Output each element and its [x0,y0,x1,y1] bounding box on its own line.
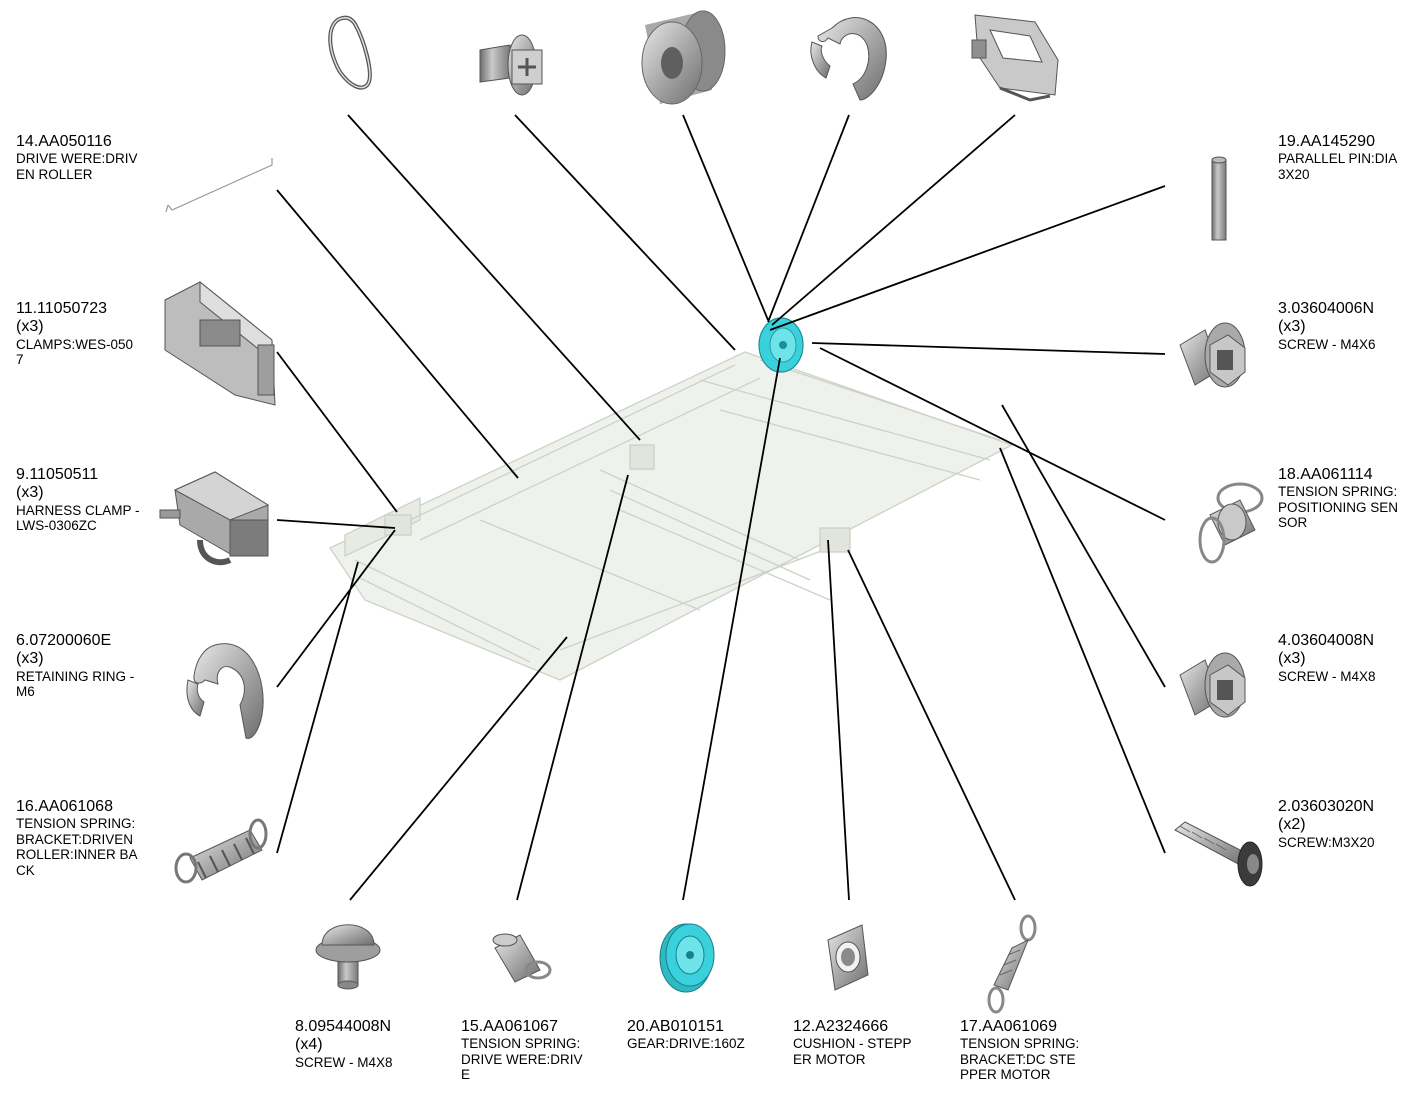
part-label-6: 6.07200060E (x3) RETAINING RING - M6 [16,632,134,700]
part-label-19: 19.AA145290 PARALLEL PIN:DIA 3X20 [1278,133,1397,182]
part-quantity: (x3) [16,484,44,502]
part-description: HARNESS CLAMP - LWS-0306ZC [16,502,140,534]
part-quantity: (x3) [1278,650,1306,668]
part-quantity: (x2) [1278,816,1306,834]
part-quantity: (x3) [16,318,44,336]
part-label-2: 2.03603020N (x2) SCREW:M3X20 [1278,798,1375,850]
part-description: SCREW - M4X8 [1278,668,1376,684]
long-screw-icon [1174,821,1263,887]
part-number: 4.03604008N [1278,632,1375,649]
part-label-20: 20.AB010151 GEAR:DRIVE:160Z [627,1018,745,1052]
part-number: 2.03603020N [1278,798,1375,815]
part-description: TENSION SPRING: POSITIONING SEN SOR [1278,484,1399,531]
harness-clamp-icon [159,471,270,566]
part-label-18: 18.AA061114 TENSION SPRING: POSITIONING … [1278,466,1398,531]
leader-lines [276,114,1166,901]
part-label-17: 17.AA061069 TENSION SPRING: BRACKET:DC S… [960,1018,1079,1083]
part-label-4: 4.03604008N (x3) SCREW - M4X8 [1278,632,1376,684]
e-ring-icon [810,17,887,101]
part-label-3: 3.03604006N (x3) SCREW - M4X6 [1278,300,1376,352]
part-number: 18.AA061114 [1278,466,1373,483]
part-description: RETAINING RING - M6 [16,668,135,700]
phillips-screw-icon [479,34,543,96]
part-number: 11.11050723 [16,300,108,317]
retaining-ring-icon [186,643,264,739]
part-description: DRIVE WERE:DRIV EN ROLLER [16,151,138,182]
part-quantity: (x4) [295,1036,323,1054]
part-label-14: 14.AA050116 DRIVE WERE:DRIV EN ROLLER [16,133,138,182]
compression-spring-icon [492,933,552,983]
part-number: 9.11050511 [16,466,99,483]
part-number: 12.A2324666 [793,1018,889,1035]
part-number: 3.03604006N [1278,300,1375,317]
part-label-16: 16.AA061068 TENSION SPRING: BRACKET:DRIV… [16,798,138,878]
part-description: TENSION SPRING: BRACKET:DC STE PPER MOTO… [960,1036,1080,1083]
bushing-icon [641,10,726,105]
part-quantity: (x3) [1278,318,1306,336]
part-label-12: 12.A2324666 CUSHION - STEPP ER MOTOR [793,1018,912,1067]
clamp-icon [164,280,276,406]
cushion-icon [827,924,869,991]
part-number: 15.AA061067 [461,1018,558,1035]
part-description: SCREW - M4X8 [295,1054,393,1070]
part-number: 17.AA061069 [960,1018,1057,1035]
hex-screw-icon-4 [1179,652,1246,718]
part-description: PARALLEL PIN:DIA 3X20 [1278,151,1398,182]
part-number: 20.AB010151 [627,1018,724,1035]
short-spring-icon [1198,482,1264,564]
part-description: CUSHION - STEPP ER MOTOR [793,1036,912,1067]
part-label-8: 8.09544008N (x4) SCREW - M4X8 [295,1018,393,1070]
pan-screw-icon [315,924,381,990]
part-label-11: 11.11050723 (x3) CLAMPS:WES-050 7 [16,300,133,368]
wire-loop-icon [328,15,372,90]
part-number: 19.AA145290 [1278,133,1375,150]
part-description: SCREW - M4X6 [1278,336,1376,352]
part-description: TENSION SPRING: BRACKET:DRIVEN ROLLER:IN… [16,816,138,878]
cable-clip-icon [971,14,1059,102]
parallel-pin-icon [1211,156,1227,241]
drive-wire-icon [165,158,273,213]
part-quantity: (x3) [16,650,44,668]
part-number: 16.AA061068 [16,798,113,815]
tension-spring-icon [174,818,268,884]
part-number: 6.07200060E [16,632,112,649]
extension-spring-icon [987,914,1037,1014]
part-number: 8.09544008N [295,1018,392,1035]
part-label-15: 15.AA061067 TENSION SPRING: DRIVE WERE:D… [461,1018,583,1083]
part-number: 14.AA050116 [16,133,112,150]
part-label-9: 9.11050511 (x3) HARNESS CLAMP - LWS-0306… [16,466,140,534]
part-description: SCREW:M3X20 [1278,834,1375,850]
frame-assembly [329,351,1014,681]
hex-screw-icon-3 [1179,322,1246,388]
gear-icon [659,923,715,993]
part-description: CLAMPS:WES-050 7 [16,336,134,368]
part-description: TENSION SPRING: DRIVE WERE:DRIV E [461,1036,583,1083]
part-description: GEAR:DRIVE:160Z [627,1036,745,1052]
